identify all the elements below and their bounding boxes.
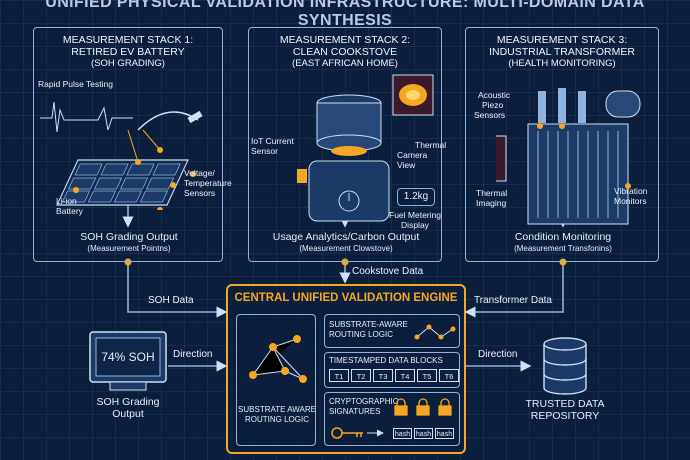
panel-stack-1: MEASUREMENT STACK 1: RETIRED EV BATTERY … <box>33 27 232 262</box>
timestamped-blocks-title: TIMESTAMPED DATA BLOCKS <box>329 356 443 365</box>
block-t1: T1 <box>329 369 349 382</box>
stack1-title2: RETIRED EV BATTERY <box>71 46 185 58</box>
stack1-output: SOH Grading Output(Measurement Pointns) <box>80 231 178 253</box>
hash-3: hash <box>435 428 454 439</box>
stack1-subtitle: (SOH GRADING) <box>91 58 165 69</box>
monitor-icon <box>89 331 167 391</box>
central-validation-engine: CENTRAL UNIFIED VALIDATION ENGINE SUBSTR… <box>226 284 466 454</box>
stack2-title1: MEASUREMENT STACK 2: <box>279 34 411 46</box>
label-direction-right: Direction <box>478 349 518 360</box>
lock-icons <box>394 398 452 416</box>
arrow-transformer-data <box>464 262 564 318</box>
hash-2: hash <box>414 428 433 439</box>
routing-graph-icon <box>414 324 456 340</box>
fuel-reading: 1.2kg <box>397 188 435 206</box>
key-icon <box>331 427 384 439</box>
block-t2: T2 <box>351 369 371 382</box>
timestamp-blocks: T1 T2 T3 T4 T5 T6 <box>329 369 459 382</box>
timestamped-blocks-box: TIMESTAMPED DATA BLOCKS T1 T2 T3 T4 T5 T… <box>324 352 460 388</box>
stack2-subtitle: (EAST AFRICAN HOME) <box>292 58 398 69</box>
transformer-icon <box>496 88 641 225</box>
hash-blocks: hash hash hash <box>393 428 454 439</box>
hash-1: hash <box>393 428 412 439</box>
stack2-output: Usage Analytics/Carbon Output(Measuremen… <box>272 231 420 253</box>
label-direction-left: Direction <box>173 349 213 360</box>
stack3-title1: MEASUREMENT STACK 3: <box>496 34 628 46</box>
block-t5: T5 <box>417 369 437 382</box>
stack3-output: Condition Monitoring(Measurement Transfo… <box>514 231 612 253</box>
stack3-title2: INDUSTRIAL TRANSFORMER <box>489 46 635 58</box>
database-icon <box>543 337 587 395</box>
label-cookstove-data: Cookstove Data <box>352 266 424 277</box>
panel-stack-3: MEASUREMENT STACK 3: INDUSTRIAL TRANSFOR… <box>465 27 659 262</box>
network-icon <box>249 335 307 383</box>
stack3-subtitle: (HEALTH MONITORING) <box>508 58 616 69</box>
block-t4: T4 <box>395 369 415 382</box>
stack1-title1: MEASUREMENT STACK 1: <box>62 34 194 46</box>
cookstove-icon <box>297 74 434 222</box>
block-t6: T6 <box>439 369 459 382</box>
stack2-title2: CLEAN COOKSTOVE <box>292 46 398 58</box>
page-title: UNIFIED PHYSICAL VALIDATION INFRASTRUCTU… <box>45 0 645 29</box>
label-soh-data: SOH Data <box>148 295 194 306</box>
soh-value: 74% SOH <box>101 350 155 364</box>
block-t3: T3 <box>373 369 393 382</box>
arrow-soh-data <box>127 262 228 318</box>
label-transformer-data: Transformer Data <box>474 295 552 306</box>
panel-stack-2: MEASUREMENT STACK 2: CLEAN COOKSTOVE (EA… <box>248 27 446 262</box>
battery-icon <box>40 101 203 210</box>
engine-title: CENTRAL UNIFIED VALIDATION ENGINE <box>234 292 458 304</box>
label-pulse-testing: Rapid Pulse Testing <box>38 79 113 89</box>
